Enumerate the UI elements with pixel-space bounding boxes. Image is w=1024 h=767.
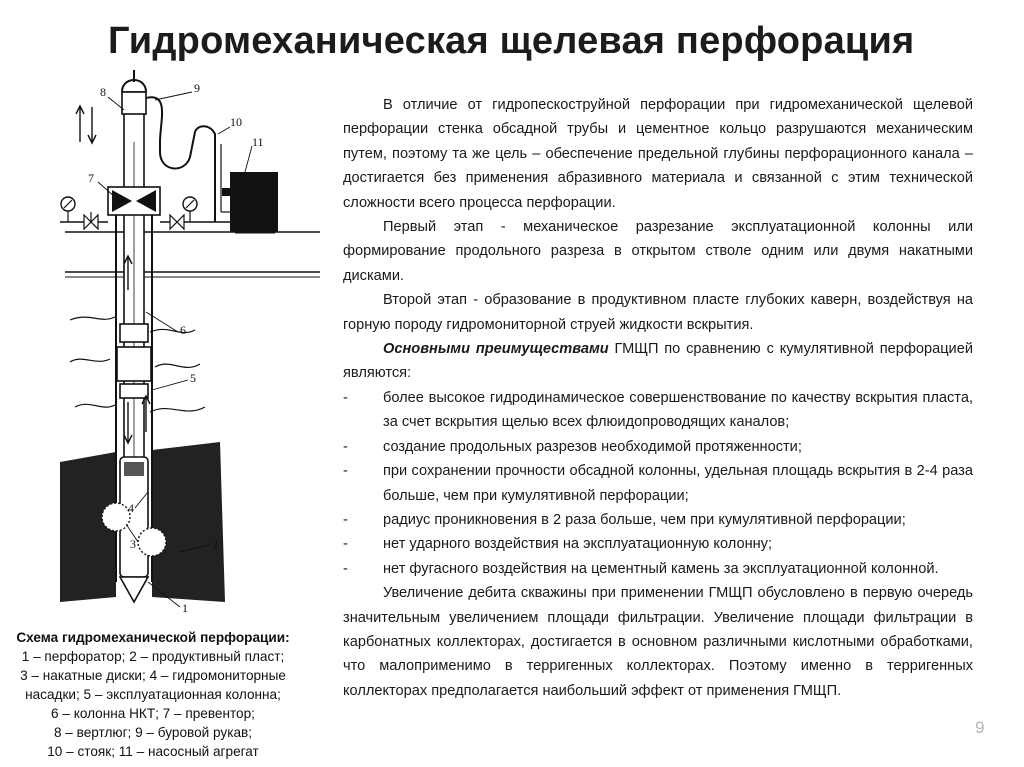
advantage-item: - нет фугасного воздействия на цементный…	[343, 557, 973, 581]
diagram-label-5: 5	[190, 371, 196, 385]
diagram-caption: Схема гидромеханической перфорации: 1 – …	[0, 628, 306, 761]
slide-title: Гидромеханическая щелевая перфорация	[108, 20, 915, 62]
bullet-mark: -	[343, 560, 348, 577]
caption-line: 1 – перфоратор; 2 – продуктивный пласт;	[21, 649, 285, 664]
bullet-mark: -	[343, 438, 348, 455]
diagram-label-7: 7	[88, 171, 94, 185]
advantage-text: нет ударного воздействия на эксплуатацио…	[383, 536, 773, 553]
bullet-mark: -	[343, 463, 348, 480]
bullet-mark: -	[343, 511, 348, 528]
diagram-label-8: 8	[100, 85, 106, 99]
diagram-label-2: 2	[212, 537, 218, 551]
advantage-item: - создание продольных разрезов необходим…	[343, 435, 973, 459]
perforation-scheme-diagram: 8 9 10 11 7 6 5 4 3 2 1	[60, 70, 320, 615]
diagram-label-9: 9	[194, 81, 200, 95]
body-text: В отличие от гидропескоструйной перфорац…	[343, 93, 973, 703]
advantages-heading: Основными преимуществами	[383, 341, 609, 358]
bullet-mark: -	[343, 536, 348, 553]
bullet-mark: -	[343, 389, 348, 406]
page-number: 9	[975, 718, 985, 737]
advantage-text: радиус проникновения в 2 раза больше, че…	[383, 511, 906, 528]
diagram-label-3: 3	[130, 537, 136, 551]
diagram-label-4: 4	[128, 501, 134, 515]
advantage-text: при сохранении прочности обсадной колонн…	[383, 463, 973, 504]
caption-line: 6 – колонна НКТ; 7 – превентор;	[51, 706, 255, 721]
caption-line: 3 – накатные диски; 4 – гидромониторные	[20, 668, 286, 683]
paragraph-stage-two: Второй этап - образование в продуктивном…	[343, 292, 973, 333]
diagram-label-1: 1	[182, 601, 188, 615]
diagram-label-11: 11	[252, 135, 264, 149]
advantage-text: более высокое гидродинамическое совершен…	[383, 389, 973, 431]
paragraph-advantages: Основными преимуществами ГМЩП по сравнен…	[343, 337, 973, 386]
paragraph-stage-one: Первый этап - механическое разрезание эк…	[343, 219, 973, 284]
caption-line: 8 – вертлюг; 9 – буровой рукав;	[53, 725, 253, 740]
diagram-label-10: 10	[230, 115, 242, 129]
advantage-text: нет фугасного воздействия на цементный к…	[383, 560, 939, 577]
caption-line: насадки; 5 – эксплуатационная колонна;	[25, 687, 281, 702]
advantage-item: - при сохранении прочности обсадной коло…	[343, 459, 973, 508]
advantages-intro: ГМЩП по сравнению с кумулятивной перфора…	[343, 341, 973, 382]
paragraph-conclusion: Увеличение дебита скважины при применени…	[343, 585, 973, 699]
advantage-text: создание продольных разрезов необходимой…	[383, 438, 802, 455]
advantage-item: - радиус проникновения в 2 раза больше, …	[343, 508, 973, 532]
diagram-label-6: 6	[180, 323, 186, 337]
caption-line: 10 – стояк; 11 – насосный агрегат	[47, 744, 259, 759]
paragraph-intro: В отличие от гидропескоструйной перфорац…	[343, 97, 973, 211]
advantage-item: - более высокое гидродинамическое соверш…	[343, 386, 973, 435]
caption-title: Схема гидромеханической перфорации:	[16, 630, 290, 645]
advantage-item: - нет ударного воздействия на эксплуатац…	[343, 532, 973, 556]
